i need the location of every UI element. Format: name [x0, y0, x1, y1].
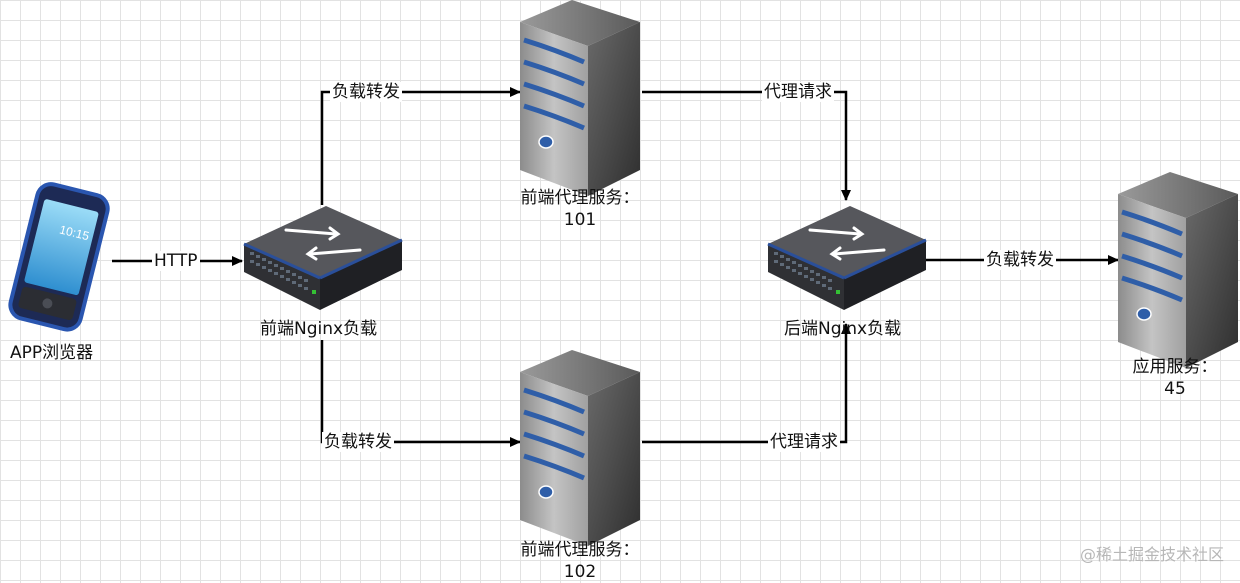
client-label: APP浏览器 [10, 343, 94, 363]
edge-forward-bottom [320, 340, 521, 447]
app-server-title: 应用服务： [1132, 357, 1218, 377]
edge-label-forward-app: 负载转发 [984, 250, 1056, 270]
app-server-id: 45 [1164, 379, 1186, 399]
edge-label-http: HTTP [152, 251, 200, 271]
proxy-bottom-label: 前端代理服务： 102 [500, 539, 660, 583]
app-server-label: 应用服务： 45 [1110, 356, 1240, 400]
proxy-bottom-id: 102 [563, 562, 597, 582]
app-server-icon [1118, 172, 1238, 368]
edge-label-proxy-top: 代理请求 [762, 82, 834, 102]
edge-proxy-top [642, 90, 851, 201]
proxy-server-bottom-icon [520, 350, 640, 546]
edge-label-proxy-bottom: 代理请求 [768, 432, 840, 452]
watermark: @稀土掘金技术社区 [1079, 545, 1224, 564]
backend-lb-label: 后端Nginx负载 [784, 319, 902, 339]
frontend-lb-label: 前端Nginx负载 [260, 319, 378, 339]
frontend-switch-icon [242, 204, 404, 312]
proxy-top-label: 前端代理服务： 101 [500, 187, 660, 231]
phone-icon: 10:15 [8, 182, 110, 332]
edge-forward-top [320, 87, 521, 205]
proxy-top-title: 前端代理服务： [520, 188, 640, 208]
proxy-bottom-title: 前端代理服务： [520, 540, 640, 560]
proxy-top-id: 101 [563, 210, 597, 230]
proxy-server-top-icon [520, 0, 640, 196]
edge-label-forward-bottom: 负载转发 [322, 432, 394, 452]
edge-proxy-bottom [642, 323, 851, 444]
backend-switch-icon [766, 204, 928, 312]
edge-label-forward-top: 负载转发 [330, 82, 402, 102]
